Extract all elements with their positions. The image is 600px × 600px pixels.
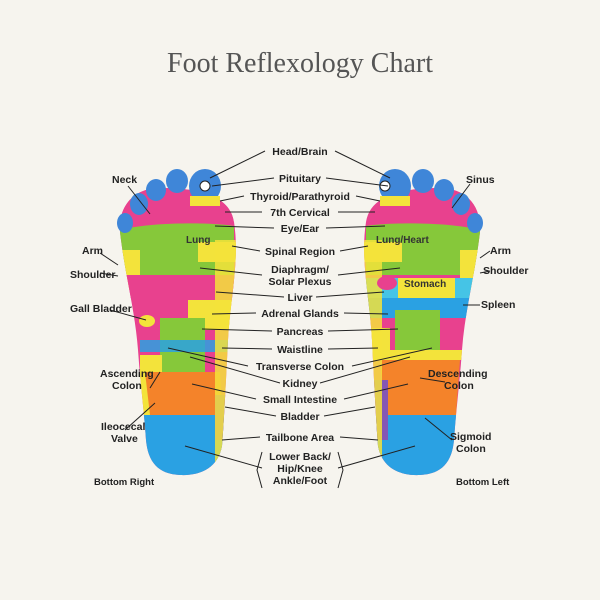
label-diaphragm: Diaphragm/: [271, 264, 329, 276]
label-spleen: Spleen: [481, 299, 515, 311]
label-bladder: Bladder: [280, 411, 319, 423]
label-descending: Descending: [428, 368, 488, 380]
label-arm-right-foot: Arm: [82, 245, 103, 257]
label-pituitary: Pituitary: [279, 173, 321, 185]
label-solar-plexus: Solar Plexus: [268, 276, 331, 288]
label-waistline: Waistline: [277, 344, 323, 356]
label-adrenal-glands: Adrenal Glands: [261, 308, 339, 320]
label-eye-ear: Eye/Ear: [281, 223, 320, 235]
label-shoulder-left-foot: Shoulder: [483, 265, 529, 277]
label-neck: Neck: [112, 174, 137, 186]
lung-zone-label: Lung: [186, 235, 210, 246]
right-foot-side-labels: Neck Arm Shoulder Gall Bladder Ascending…: [70, 174, 155, 488]
left-foot-side-labels: Sinus Arm Shoulder Spleen Descending Col…: [428, 174, 529, 488]
center-labels: Head/Brain Pituitary Thyroid/Parathyroid…: [250, 146, 350, 487]
label-7th-cervical: 7th Cervical: [270, 207, 330, 219]
label-spinal-region: Spinal Region: [265, 246, 335, 258]
label-transverse-colon: Transverse Colon: [256, 361, 344, 373]
label-ankle-foot: Ankle/Foot: [273, 475, 328, 487]
label-kidney: Kidney: [282, 378, 317, 390]
chart-title: Foot Reflexology Chart: [167, 48, 433, 79]
stomach-zone-label: Stomach: [404, 279, 446, 290]
label-arm-left-foot: Arm: [490, 245, 511, 257]
caption-bottom-left: Bottom Left: [456, 477, 510, 488]
label-liver: Liver: [287, 292, 312, 304]
label-gall-bladder: Gall Bladder: [70, 303, 132, 315]
label-sigmoid: Sigmoid: [450, 431, 491, 443]
label-ascending: Ascending: [100, 368, 154, 380]
label-head-brain: Head/Brain: [272, 146, 327, 158]
label-pancreas: Pancreas: [277, 326, 324, 338]
label-tailbone-area: Tailbone Area: [266, 432, 334, 444]
side-leader-lines: [99, 183, 491, 441]
label-ileocecal: Ileocecal: [101, 421, 145, 433]
caption-bottom-right: Bottom Right: [94, 477, 155, 488]
label-ileocecal-valve: Valve: [111, 433, 138, 445]
label-ascending-colon: Colon: [112, 380, 142, 392]
label-shoulder-right-foot: Shoulder: [70, 269, 116, 281]
label-hip-knee: Hip/Knee: [277, 463, 323, 475]
label-small-intestine: Small Intestine: [263, 394, 337, 406]
lung-heart-zone-label: Lung/Heart: [376, 235, 429, 246]
center-leader-lines: [167, 150, 433, 489]
label-thyroid: Thyroid/Parathyroid: [250, 191, 350, 203]
label-sinus: Sinus: [466, 174, 495, 186]
label-sigmoid-colon: Colon: [456, 443, 486, 455]
label-lower-back: Lower Back/: [269, 451, 331, 463]
label-descending-colon: Colon: [444, 380, 474, 392]
